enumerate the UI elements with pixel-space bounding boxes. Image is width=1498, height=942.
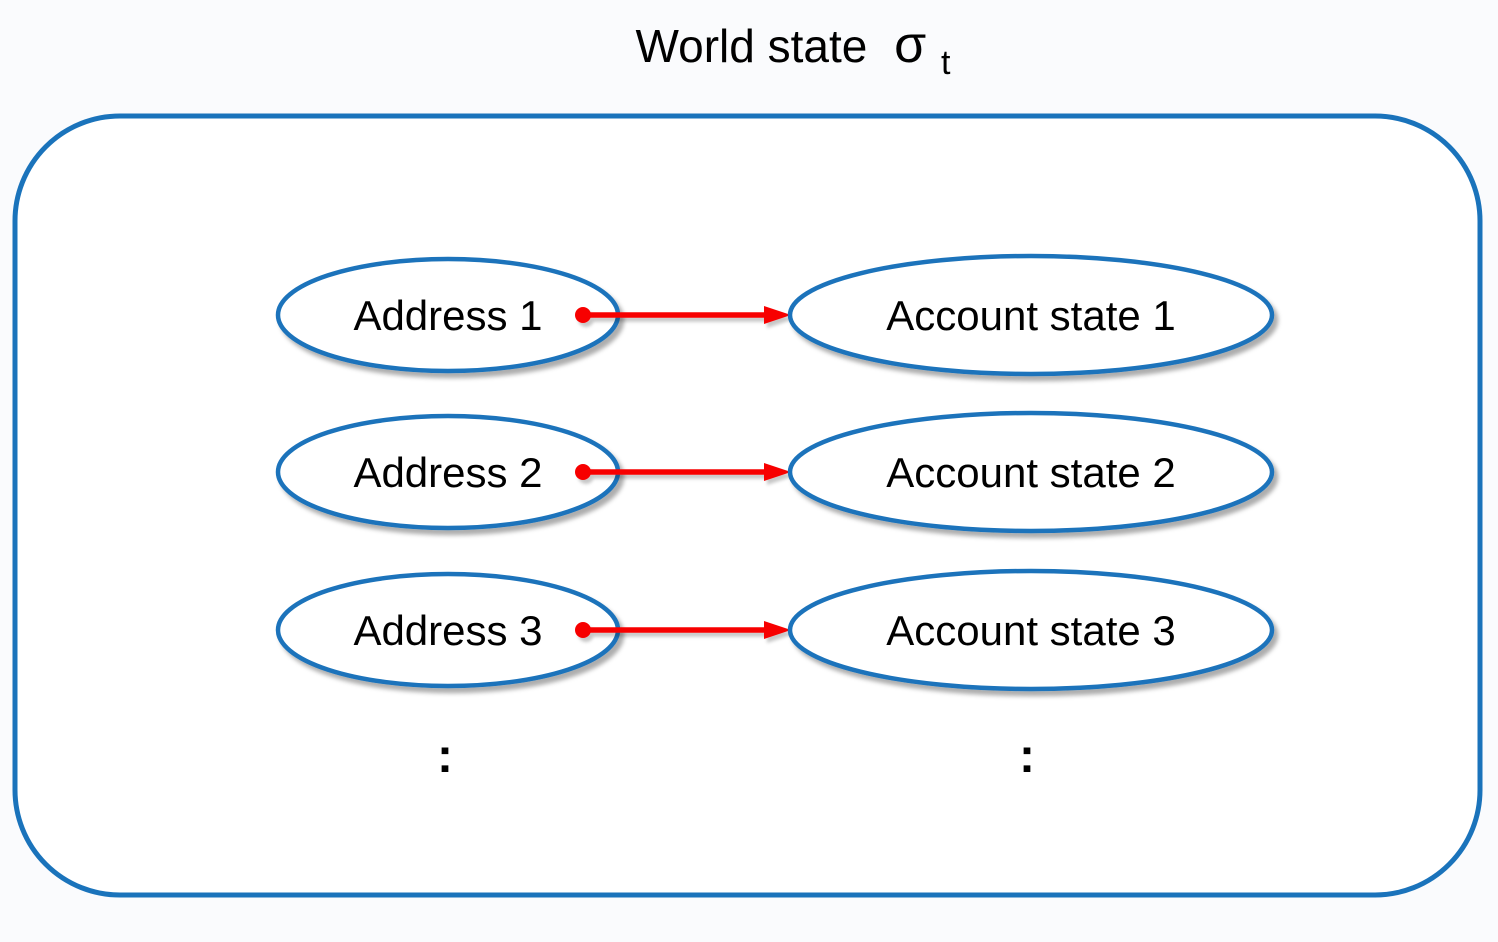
- address-label: Address 3: [353, 607, 542, 654]
- mapping-arrow: [575, 621, 791, 639]
- mapping-arrow: [575, 306, 791, 324]
- mapping-row: Address 2 Account state 2: [275, 410, 1275, 534]
- address-label: Address 1: [353, 292, 542, 339]
- world-state-container: [12, 113, 1483, 898]
- arrow-head: [764, 621, 791, 639]
- account-state-ellipse: [787, 568, 1275, 692]
- vertical-ellipsis-right: :: [1019, 730, 1035, 783]
- title-prefix: World state: [636, 20, 868, 72]
- mapping-arrow: [575, 463, 791, 481]
- arrow-head: [764, 306, 791, 324]
- arrow-head: [764, 463, 791, 481]
- account-state-ellipse: [787, 410, 1275, 534]
- address-label: Address 2: [353, 449, 542, 496]
- mapping-row: Address 3 Account state 3: [275, 568, 1275, 692]
- mapping-row: Address 1 Account state 1: [275, 253, 1275, 377]
- diagram-title: World state σ t: [636, 16, 951, 82]
- account-state-label: Account state 3: [886, 607, 1176, 654]
- sigma-symbol: σ: [894, 16, 926, 74]
- sigma-subscript: t: [941, 44, 951, 82]
- account-state-label: Account state 2: [886, 449, 1176, 496]
- account-state-label: Account state 1: [886, 292, 1176, 339]
- vertical-ellipsis-left: :: [437, 730, 453, 783]
- account-state-ellipse: [787, 253, 1275, 377]
